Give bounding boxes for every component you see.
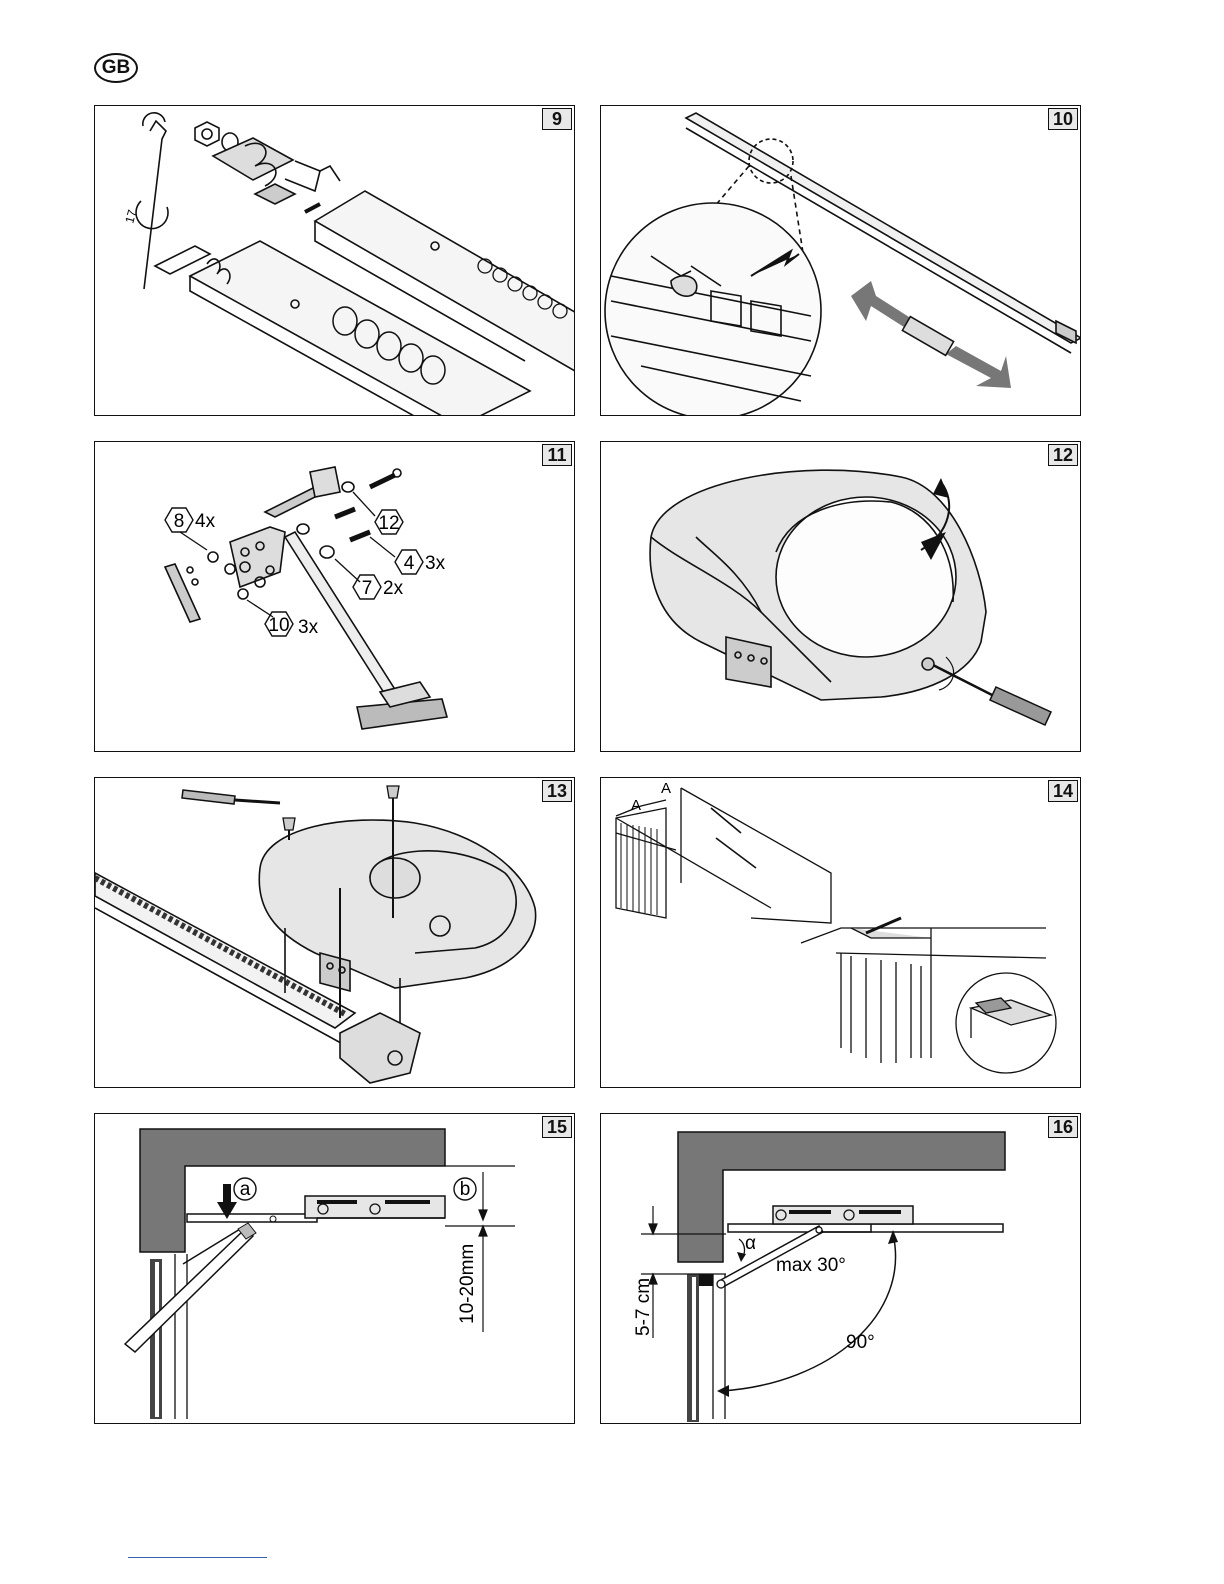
- dimension-label-a: A: [631, 797, 641, 814]
- figure-14: 14 A: [600, 777, 1081, 1088]
- figure-11: 11: [94, 441, 575, 752]
- part-number-label: 10: [268, 615, 289, 636]
- lintel-clearance-diagram: a b 10-20mm: [95, 1114, 575, 1424]
- figure-number: 13: [542, 780, 572, 802]
- motor-to-rail-mounting-diagram: [95, 778, 575, 1088]
- part-number-label: 4: [404, 553, 415, 574]
- door-centre-marking-diagram: A A: [601, 778, 1081, 1088]
- figure-12: 12: [600, 441, 1081, 752]
- rail-tensioner-diagram: 17: [95, 106, 575, 416]
- offset-dimension-label: 5-7 cm: [633, 1278, 654, 1336]
- label-a: a: [240, 1179, 251, 1200]
- figure-number: 15: [542, 1116, 572, 1138]
- max-angle-label: max 30°: [776, 1255, 846, 1276]
- quantity-label: 3x: [298, 617, 319, 638]
- figure-number: 12: [1048, 444, 1078, 466]
- part-number-label: 12: [378, 513, 399, 534]
- door-bracket-assembly-diagram: 8 4x 12 4 3x 7 2x 10 3x: [95, 442, 575, 752]
- figure-13: 13: [94, 777, 575, 1088]
- quantity-label: 2x: [383, 578, 404, 599]
- quantity-label: 3x: [425, 553, 446, 574]
- figure-9: 9: [94, 105, 575, 416]
- footer-rule: [128, 1557, 267, 1558]
- figure-number: 10: [1048, 108, 1078, 130]
- label-b: b: [460, 1179, 471, 1200]
- figure-10: 10: [600, 105, 1081, 416]
- part-number-label: 8: [174, 511, 185, 532]
- cover-removal-diagram: [601, 442, 1081, 752]
- figure-16: 16 α max 30°: [600, 1113, 1081, 1424]
- part-number-label: 7: [362, 578, 373, 599]
- figure-number: 9: [542, 108, 572, 130]
- clearance-dimension-label: 10-20mm: [457, 1244, 478, 1324]
- dimension-label-a: A: [661, 780, 671, 797]
- right-angle-label: 90°: [846, 1332, 875, 1353]
- alpha-label: α: [745, 1233, 756, 1254]
- language-badge: GB: [94, 53, 138, 83]
- limit-switch-diagram: [601, 106, 1081, 416]
- figure-number: 14: [1048, 780, 1078, 802]
- quantity-label: 4x: [195, 511, 216, 532]
- figure-number: 16: [1048, 1116, 1078, 1138]
- door-arm-angle-diagram: α max 30° 90° 5-7 cm: [601, 1114, 1081, 1424]
- figure-15: 15 a b 10-20mm: [94, 1113, 575, 1424]
- figure-number: 11: [542, 444, 572, 466]
